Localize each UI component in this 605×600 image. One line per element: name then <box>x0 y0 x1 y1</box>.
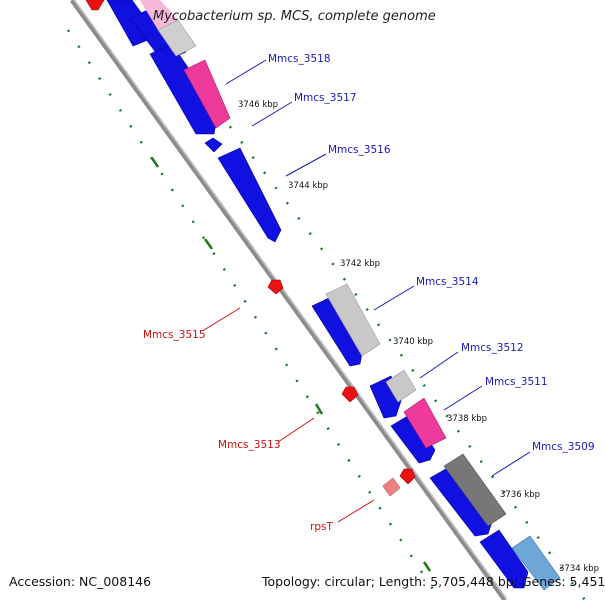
outer-feature-track <box>140 0 561 591</box>
gene-label-mmcs3514: Mmcs_3514 <box>416 276 479 288</box>
pink-block-3517 <box>183 59 231 129</box>
gene-label-mmcs3517: Mmcs_3517 <box>294 92 357 104</box>
gray-block-top <box>157 19 197 57</box>
gene-label-mmcs3513: Mmcs_3513 <box>218 439 281 451</box>
genome-backbone <box>69 0 508 600</box>
forward-leader-lines <box>225 59 531 477</box>
lightblue-block <box>511 535 561 591</box>
gray-block-3512 <box>385 369 417 403</box>
scale-label-3734: 3734 kbp <box>559 564 599 574</box>
gc-skew-track-left <box>66 29 442 600</box>
reverse-leader-lines <box>203 307 375 523</box>
gene-label-rpst: rpsT <box>310 521 333 533</box>
scale-label-3738: 3738 kbp <box>447 414 487 424</box>
reverse-gene-labels: Mmcs_3515 Mmcs_3513 rpsT <box>143 329 333 533</box>
genome-summary-text: Topology: circular; Length: 5,705,448 bp… <box>262 574 605 589</box>
gene-arrow-mmcs3513 <box>341 386 359 403</box>
scale-label-3746: 3746 kbp <box>238 100 278 110</box>
gene-label-mmcs3515: Mmcs_3515 <box>143 329 206 341</box>
genome-backbone-highlight <box>73 0 508 600</box>
scale-label-3740: 3740 kbp <box>393 337 433 347</box>
scale-label-3736: 3736 kbp <box>500 490 540 500</box>
rpst-light-block <box>382 477 401 497</box>
gene-arrow-mmcs3516 <box>217 147 282 243</box>
pink-block-3511 <box>403 397 447 449</box>
gene-label-mmcs3516: Mmcs_3516 <box>328 144 391 156</box>
gene-label-mmcs3512: Mmcs_3512 <box>461 342 524 354</box>
scale-label-3742: 3742 kbp <box>340 259 380 269</box>
gene-label-mmcs3511: Mmcs_3511 <box>485 376 548 388</box>
gene-label-mmcs3509: Mmcs_3509 <box>532 441 595 453</box>
accession-text: Accession: NC_008146 <box>9 574 152 589</box>
forward-gene-labels: Mmcs_3518 Mmcs_3517 Mmcs_3516 Mmcs_3514 … <box>268 53 595 453</box>
gene-arrow-small <box>204 137 223 153</box>
gc-skew-dashes <box>150 157 432 572</box>
gc-skew-track-right <box>149 19 586 600</box>
gene-arrow-mmcs3515 <box>267 279 284 295</box>
gene-arrow-rpst <box>399 468 416 485</box>
reverse-cds-track <box>85 0 416 497</box>
scale-label-3744: 3744 kbp <box>288 181 328 191</box>
red-block-top <box>85 0 105 11</box>
forward-cds-track <box>106 0 529 589</box>
scale-labels: 3746 kbp 3744 kbp 3742 kbp 3740 kbp 3738… <box>238 100 599 574</box>
gene-label-mmcs3518: Mmcs_3518 <box>268 53 331 65</box>
gray-block-3509 <box>443 453 507 527</box>
genome-title: Mycobacterium sp. MCS, complete genome <box>153 9 436 24</box>
pink-block-top <box>140 0 178 30</box>
gene-arrow-bottom <box>479 529 529 589</box>
gray-block-3514 <box>325 283 381 357</box>
